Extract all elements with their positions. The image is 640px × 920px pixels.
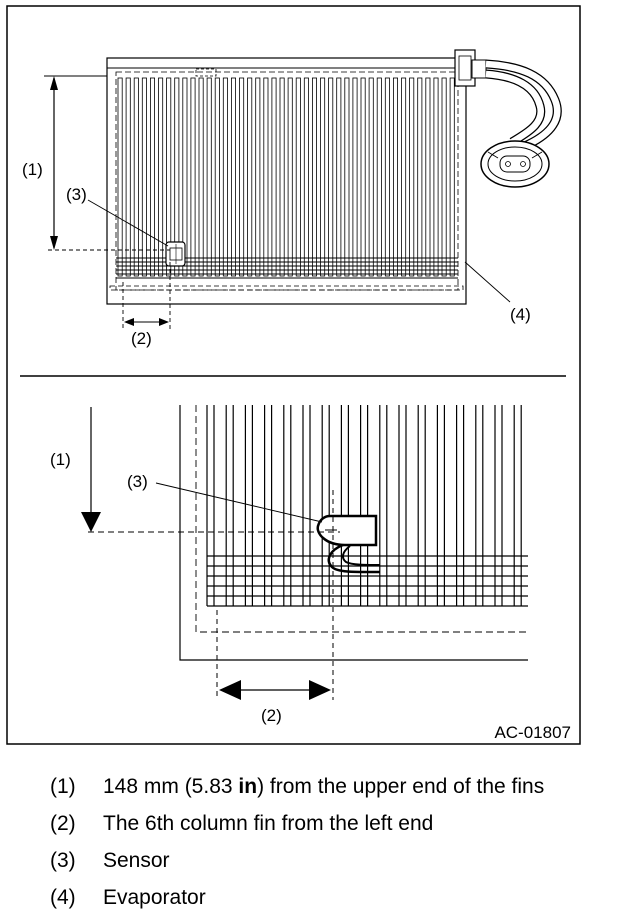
- legend-text-post: ) from the upper end of the fins: [257, 775, 545, 798]
- leader-4-top: [464, 261, 511, 303]
- pipe-connector: [454, 49, 562, 188]
- legend-text: The 6th column fin from the left end: [103, 812, 434, 835]
- detail-fins: [206, 405, 522, 606]
- evaporator-detail-view: (1) (3) (2): [50, 405, 528, 725]
- legend-list: (1) 148 mm (5.83 in) from the upper end o…: [50, 768, 544, 916]
- figure-frame: [6, 5, 581, 745]
- dimension-2-detail: [216, 490, 334, 700]
- legend-item-1: (1) 148 mm (5.83 in) from the upper end o…: [50, 768, 544, 805]
- evaporator-sensor-diagram: (1) (3) (2) (4): [6, 5, 581, 745]
- dimension-1-detail: [81, 407, 340, 533]
- leader-3-detail: [155, 482, 323, 523]
- callout-3-top: (3): [66, 185, 87, 204]
- callout-3-detail: (3): [127, 472, 148, 491]
- legend-text: Evaporator: [103, 886, 206, 909]
- legend-item-2: (2) The 6th column fin from the left end: [50, 805, 544, 842]
- legend-num: (1): [50, 775, 76, 798]
- dimension-1-top: [44, 75, 170, 251]
- callout-4-top: (4): [510, 305, 531, 324]
- legend-num: (2): [50, 812, 76, 835]
- leader-3-top: [87, 199, 169, 247]
- callout-1-detail: (1): [50, 450, 71, 469]
- evaporator-fins: [117, 77, 455, 277]
- legend-unit-bold: in: [238, 775, 258, 798]
- legend-num: (4): [50, 886, 76, 909]
- callout-2-top: (2): [131, 329, 152, 348]
- evaporator-top-view: (1) (3) (2) (4): [22, 49, 562, 348]
- legend-text: Sensor: [103, 849, 170, 872]
- callout-1-top: (1): [22, 160, 43, 179]
- dimension-2-top: [122, 262, 171, 330]
- legend-text: 148 mm (5.83: [103, 775, 239, 798]
- legend-item-3: (3) Sensor: [50, 842, 544, 879]
- legend-num: (3): [50, 849, 76, 872]
- sensor-top: [165, 241, 186, 267]
- sensor-detail: [316, 514, 381, 574]
- detail-fin-rows: [207, 555, 528, 607]
- legend-item-4: (4) Evaporator: [50, 879, 544, 916]
- figure-id: AC-01807: [494, 723, 571, 742]
- callout-2-detail: (2): [261, 706, 282, 725]
- evaporator-body: [106, 57, 467, 305]
